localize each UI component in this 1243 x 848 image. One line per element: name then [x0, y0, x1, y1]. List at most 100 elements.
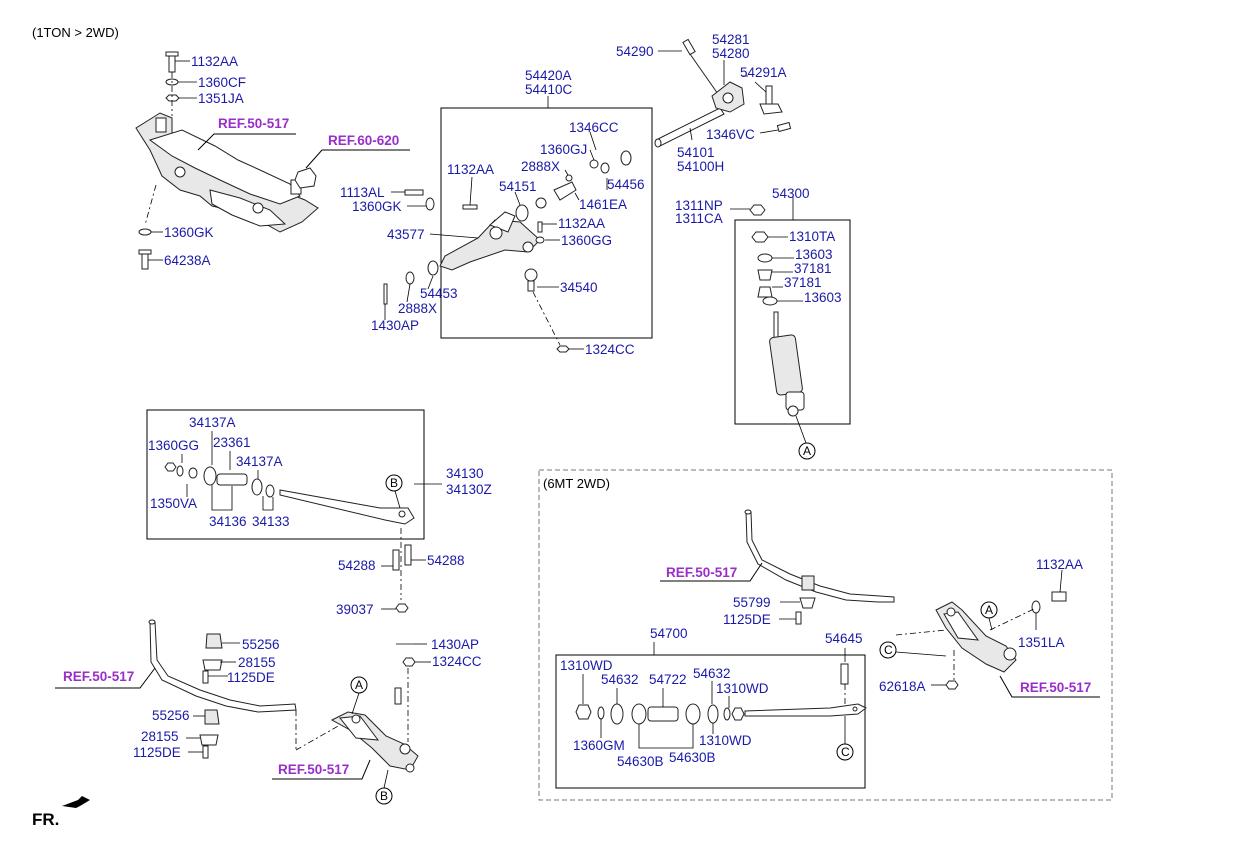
bushing-34137a-b [251, 478, 263, 496]
label-54151: 54151 [499, 179, 537, 194]
label-54700: 54700 [650, 626, 688, 641]
label-1125de-b: 1125DE [133, 745, 181, 760]
label-1360gj: 1360GJ [540, 142, 587, 157]
washer-1360gj [589, 159, 599, 169]
label-54645: 54645 [825, 631, 863, 646]
label-1132aa-d: 1132AA [1036, 557, 1083, 572]
marker-c-6mt-arm [879, 641, 897, 659]
label-1132aa-b: 1132AA [447, 162, 494, 177]
bracket-28155-a [202, 659, 223, 671]
washer-1360gm [597, 706, 605, 720]
label-28155-b: 28155 [141, 729, 179, 744]
ref-50-517-lower-arm[interactable]: REF.50-517 [278, 762, 349, 777]
label-54290: 54290 [616, 44, 654, 59]
washer-54632-b [707, 704, 719, 724]
label-1360gg-b: 1360GG [148, 438, 199, 453]
label-1360cf: 1360CF [198, 75, 246, 90]
label-1430ap-b: 1430AP [431, 637, 479, 652]
bushing-37181-b [757, 286, 773, 298]
label-1351la: 1351LA [1018, 635, 1065, 650]
ref-50-517-6mt-stabilizer[interactable]: REF.50-517 [666, 565, 737, 580]
label-1311ca: 1311CA [675, 211, 723, 226]
variant-title: (6MT 2WD) [543, 476, 610, 491]
nut-62618a [945, 680, 959, 690]
bracket-28155-b [199, 734, 219, 746]
label-1310wd-b: 1310WD [716, 681, 769, 696]
ref-60-620[interactable]: REF.60-620 [328, 133, 399, 148]
ref-50-517-6mt-arm[interactable]: REF.50-517 [1020, 680, 1091, 695]
bracket-55799 [799, 597, 816, 609]
label-1351ja: 1351JA [198, 91, 244, 106]
bushing-54630b-a [631, 703, 647, 725]
label-64238a: 64238A [164, 253, 211, 268]
ball-joint-34540 [524, 268, 538, 292]
label-54288-a: 54288 [338, 558, 376, 573]
bolt-1132aa-d [1051, 591, 1067, 602]
lower-control-arm [330, 711, 419, 773]
bolt-1132aa [168, 53, 176, 73]
label-37181-b: 37181 [784, 275, 822, 290]
marker-a-shock [798, 442, 816, 460]
upper-arm-box [440, 107, 653, 339]
washer-1360gg [535, 236, 545, 244]
label-34133: 34133 [252, 514, 290, 529]
svg-text:A: A [355, 678, 363, 692]
label-54456: 54456 [607, 177, 645, 192]
label-54300: 54300 [772, 186, 810, 201]
label-1113al: 1113AL [340, 185, 385, 200]
label-54410c: 54410C [525, 82, 573, 97]
nut-1324cc [556, 345, 570, 353]
label-54722: 54722 [649, 672, 687, 687]
bushing-6mt [801, 575, 815, 591]
bushing-54453 [427, 260, 439, 276]
label-54453: 54453 [420, 286, 458, 301]
stabilizer-bar-6mt [745, 511, 895, 603]
bushing-55256-a [205, 633, 223, 649]
bolt-64238a [141, 251, 149, 270]
label-1346cc: 1346CC [569, 120, 619, 135]
label-1360gg-a: 1360GG [561, 233, 612, 248]
label-34136: 34136 [209, 514, 247, 529]
nut-1311np [749, 204, 766, 216]
label-2888x-a: 2888X [521, 159, 560, 174]
label-1350va: 1350VA [150, 496, 197, 511]
label-1360gm: 1360GM [573, 738, 625, 753]
nut-39037 [395, 603, 409, 613]
ref-50-517-stabilizer[interactable]: REF.50-517 [63, 669, 134, 684]
label-34130: 34130 [446, 466, 484, 481]
label-1324cc-a: 1324CC [585, 342, 635, 357]
bushing-37181-a [757, 269, 773, 281]
bolt-1113al [404, 189, 424, 196]
label-54632-a: 54632 [601, 672, 639, 687]
label-13603-b: 13603 [804, 290, 842, 305]
nut-1360gg [164, 462, 177, 472]
washer-2888x-b [405, 271, 415, 285]
label-34130z: 34130Z [446, 482, 492, 497]
bolt-1125de-b [202, 745, 209, 759]
washer-1360gk-b [425, 197, 435, 211]
cap-1346vc [776, 121, 792, 133]
bolt-lower-arm [394, 687, 402, 705]
label-23361: 23361 [213, 435, 251, 450]
upper-control-arm [439, 211, 541, 271]
washer-13603-a [757, 253, 773, 263]
anchor-arm-54281 [711, 81, 745, 113]
nut-1310ta [751, 231, 769, 243]
label-37181-a: 37181 [794, 261, 832, 276]
cap-54456 [620, 150, 632, 166]
svg-text:C: C [884, 643, 893, 657]
marker-b-strut [385, 474, 403, 492]
ref-50-517-crossmember[interactable]: REF.50-517 [218, 116, 289, 131]
label-1310wd-a: 1310WD [560, 658, 613, 673]
stabilizer-link-box [146, 409, 425, 540]
label-54630b-a: 54630B [617, 754, 664, 769]
front-direction-label: FR. [32, 810, 59, 829]
lower-arm-6mt [935, 601, 1017, 673]
label-1324cc-b: 1324CC [432, 654, 482, 669]
diagram-title: (1TON > 2WD) [32, 25, 119, 40]
label-55256-b: 55256 [152, 708, 190, 723]
shock-absorber-body [769, 311, 805, 417]
label-1311np: 1311NP [675, 198, 723, 213]
svg-text:B: B [390, 476, 398, 490]
label-43577: 43577 [387, 227, 425, 242]
